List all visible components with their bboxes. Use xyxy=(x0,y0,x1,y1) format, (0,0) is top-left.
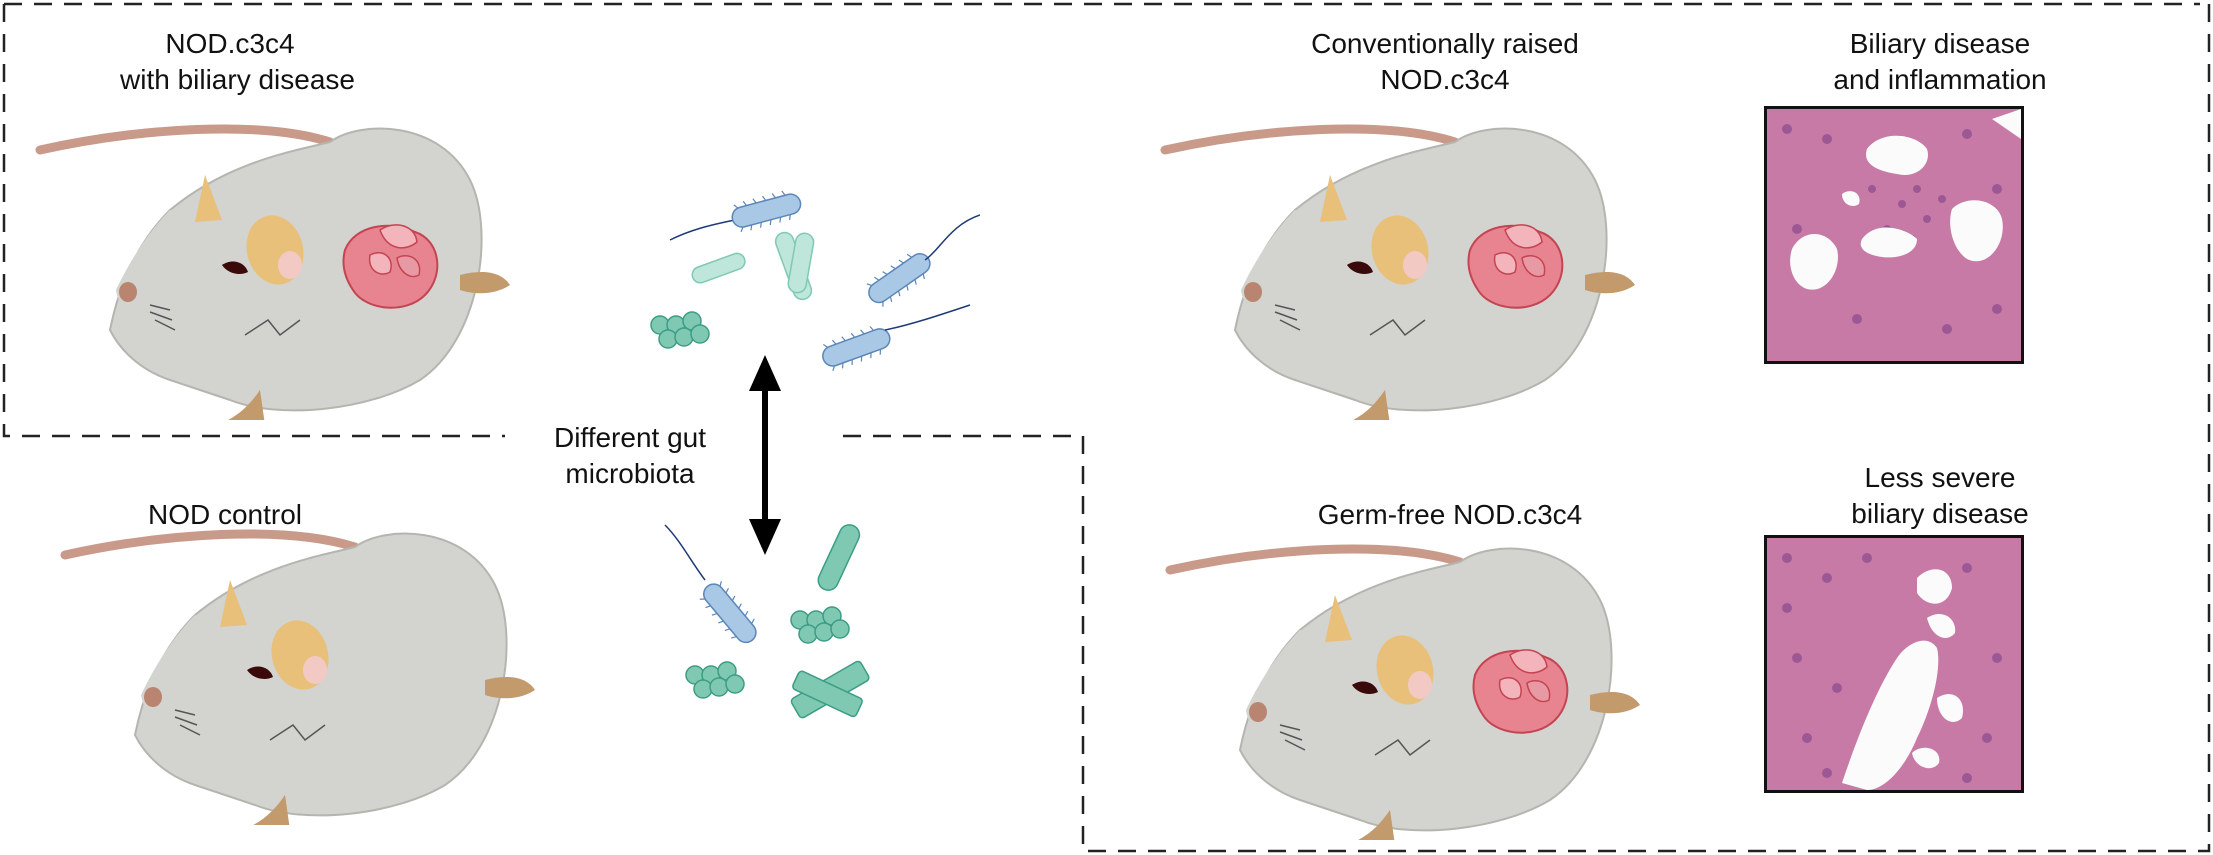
liver-icon xyxy=(1467,223,1564,309)
microbiota-bottom xyxy=(664,520,870,719)
microbiota-top xyxy=(650,190,980,375)
liver-icon xyxy=(1472,648,1569,734)
histology-image-inflammation xyxy=(1764,106,2024,364)
label-gut-microbiota: Different gut microbiota xyxy=(553,422,707,489)
mouse-icon-conventional xyxy=(1125,80,1665,420)
label-nod-c3c4-disease: NOD.c3c4 with biliary disease xyxy=(120,28,355,95)
mouse-icon-germ-free xyxy=(1130,500,1670,840)
label-germ-free: Germ-free NOD.c3c4 xyxy=(1317,499,1583,530)
double-arrow-icon xyxy=(749,355,781,555)
mouse-icon-nod-c3c4 xyxy=(0,80,540,420)
label-less-severe: Less severe biliary disease xyxy=(1851,462,2029,529)
mouse-icon-nod-control xyxy=(25,485,565,825)
liver-icon xyxy=(342,223,439,309)
label-nod-control: NOD control xyxy=(147,499,303,530)
label-conventional: Conventionally raised NOD.c3c4 xyxy=(1311,28,1579,95)
histology-image-less-severe xyxy=(1764,535,2024,793)
label-biliary-inflammation: Biliary disease and inflammation xyxy=(1833,28,2047,95)
